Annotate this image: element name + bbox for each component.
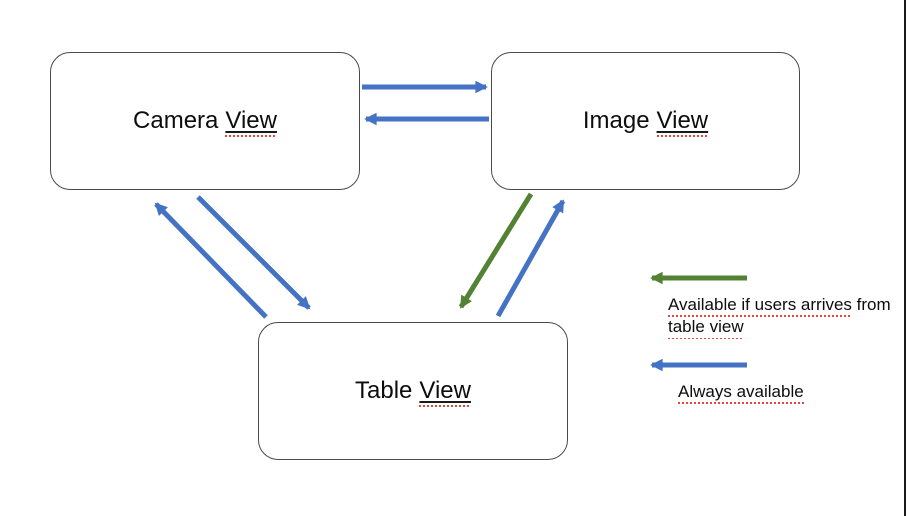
legend-caption-green: Available if users arrives from table vi… xyxy=(668,294,904,340)
node-table-view-label-prefix: Table xyxy=(355,377,413,404)
edge-image-to-table-arrow xyxy=(458,192,534,309)
legend-caption-blue: Always available xyxy=(678,381,898,404)
edge-table-to-image-arrow xyxy=(495,199,566,318)
legend-caption-green-line1-squiggled: Available if users arrives xyxy=(668,295,852,317)
node-camera-view-label-prefix: Camera xyxy=(133,107,219,134)
legend-caption-green-line2: table view xyxy=(668,317,744,340)
node-table-view-label-underlined: View xyxy=(419,377,471,407)
legend-caption-green-line1-plain: from xyxy=(856,295,891,314)
node-camera-view-label-underlined: View xyxy=(225,107,277,137)
edge-camera-to-table-arrow xyxy=(196,195,311,310)
node-image-view-label-prefix: Image xyxy=(582,107,650,134)
slide-right-border xyxy=(904,0,906,516)
edge-table-to-camera-arrow xyxy=(154,202,268,319)
node-image-view-label-underlined: View xyxy=(656,107,709,137)
legend-caption-blue-label: Always available xyxy=(678,382,804,404)
